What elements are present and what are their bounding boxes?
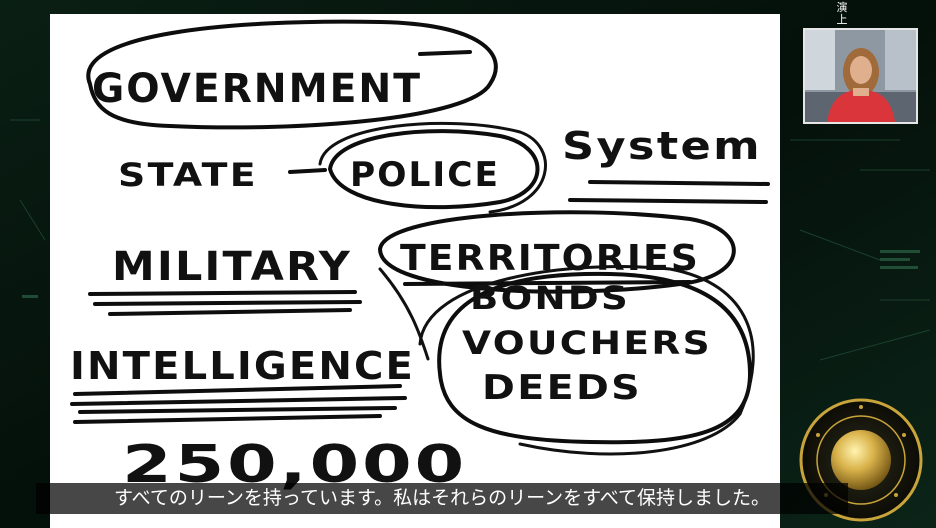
word-intelligence: INTELLIGENCE <box>70 344 415 388</box>
word-government: GOVERNMENT <box>92 66 422 112</box>
word-military: MILITARY <box>112 244 352 290</box>
corner-label-line2: 上 <box>836 13 848 26</box>
word-system: System <box>562 124 762 168</box>
word-territories: TERRITORIES <box>400 238 700 279</box>
word-deeds: DEEDS <box>482 368 642 408</box>
word-state: STATE <box>118 156 258 194</box>
corner-label-line1: 演 <box>836 1 848 14</box>
subtitle-bar: すべてのリーンを持っています。私はそれらのリーンをすべて保持しました。 <box>36 483 848 514</box>
word-bonds: BONDS <box>470 279 630 317</box>
whiteboard: GOVERNMENT STATE POLICE System MILITARY … <box>50 14 780 528</box>
corner-label: 演 上 <box>832 2 852 26</box>
presenter-video-thumbnail-icon <box>805 30 916 122</box>
whiteboard-drawing: GOVERNMENT STATE POLICE System MILITARY … <box>70 19 770 495</box>
word-police: POLICE <box>350 155 500 195</box>
subtitle-text: すべてのリーンを持っています。私はそれらのリーンをすべて保持しました。 <box>113 487 771 509</box>
word-vouchers: VOUCHERS <box>462 324 712 362</box>
presenter-thumbnail <box>803 28 918 124</box>
